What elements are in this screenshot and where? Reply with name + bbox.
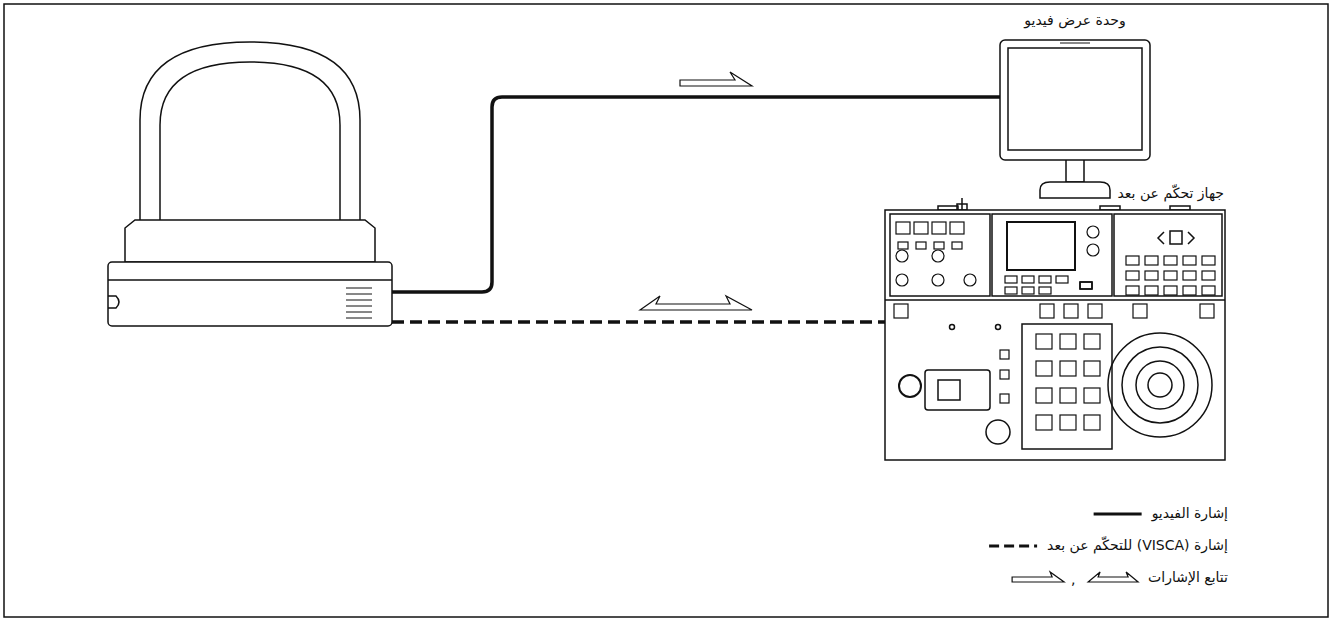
button [1145, 271, 1158, 280]
button [1060, 334, 1076, 349]
separator: , [1071, 569, 1075, 589]
button [1084, 388, 1100, 403]
button [1080, 282, 1092, 289]
monitor [1000, 40, 1150, 198]
button [1183, 286, 1196, 295]
button [950, 222, 964, 234]
knob [1087, 226, 1099, 238]
button [952, 242, 962, 249]
legend-entry: إشارة (VISCA) للتحكّم عن بعد [1047, 535, 1228, 557]
button [1145, 286, 1158, 295]
legend-text: إشارة (VISCA) للتحكّم عن بعد [1047, 535, 1228, 555]
button [1084, 415, 1100, 430]
knob [932, 274, 944, 286]
button [1084, 361, 1100, 376]
device-label: جهاز تحكّم عن بعد [880, 183, 1224, 203]
camera [108, 42, 392, 326]
button [1126, 271, 1139, 280]
button [1040, 304, 1054, 318]
button [1000, 394, 1009, 403]
button [1060, 415, 1076, 430]
knob [896, 274, 908, 286]
button [1039, 287, 1051, 294]
button [1036, 361, 1052, 376]
button [1080, 282, 1092, 289]
button [1000, 350, 1009, 359]
visca-wire [392, 320, 885, 324]
legend-arrow [1012, 572, 1064, 582]
led [950, 325, 955, 330]
button [1036, 388, 1052, 403]
legend-text: إشارة الفيديو [1152, 503, 1228, 523]
button [1036, 334, 1052, 349]
button [932, 222, 946, 234]
button [1126, 256, 1139, 265]
button [1084, 334, 1100, 349]
button [1005, 276, 1017, 283]
legend-arrow [1088, 572, 1138, 582]
legend-text: تتابع الإشارات [1148, 567, 1228, 587]
button [1022, 276, 1034, 283]
button [1164, 256, 1177, 265]
button [934, 242, 944, 249]
button [1022, 287, 1034, 294]
button [1183, 256, 1196, 265]
flow-arrow [680, 72, 752, 86]
button [1183, 271, 1196, 280]
knob [1087, 244, 1099, 256]
device-label: وحدة عرض فيديو [990, 10, 1160, 30]
flow-arrow [640, 296, 752, 310]
knob [932, 250, 944, 262]
remote-controller [885, 198, 1225, 460]
button [1202, 286, 1215, 295]
button [896, 222, 910, 234]
frame [4, 4, 1328, 617]
button [1064, 304, 1078, 318]
button [1202, 271, 1215, 280]
legend-dash [989, 545, 1037, 548]
legend-line [1094, 513, 1142, 516]
controller-node: جهاز تحكّم عن بعد [880, 183, 1230, 465]
button [1133, 304, 1147, 318]
button [1145, 256, 1158, 265]
button [1000, 370, 1009, 379]
button [1036, 415, 1052, 430]
button [1060, 388, 1076, 403]
button [1060, 361, 1076, 376]
legend-entry: إشارة الفيديو [1152, 503, 1228, 525]
button [1080, 282, 1092, 289]
button [1005, 287, 1017, 294]
monitor-node: وحدة عرض فيديو [990, 10, 1160, 208]
button [914, 222, 928, 234]
button [1039, 276, 1051, 283]
button [1088, 304, 1102, 318]
button [1200, 304, 1214, 318]
button [1056, 276, 1068, 283]
button [1126, 286, 1139, 295]
button [1164, 271, 1177, 280]
button [1202, 256, 1215, 265]
button [894, 304, 908, 318]
knob [896, 250, 908, 262]
button [916, 242, 926, 249]
knob [964, 274, 976, 286]
button [1164, 286, 1177, 295]
led [996, 325, 1001, 330]
legend-entry: تتابع الإشارات [1148, 567, 1228, 589]
button [898, 242, 908, 249]
